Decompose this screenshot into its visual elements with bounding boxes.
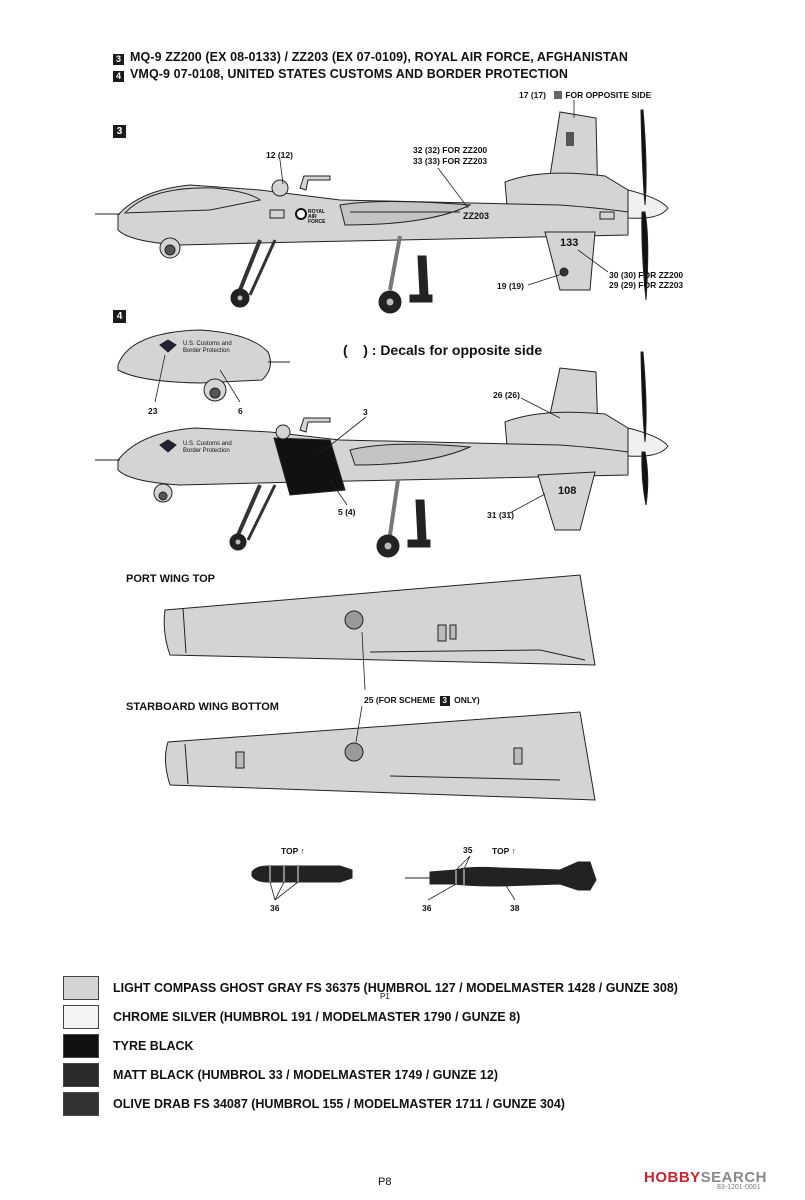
scheme-3-header: 3 MQ-9 ZZ200 (EX 08-0133) / ZZ203 (EX 07-… (113, 50, 628, 65)
opposite-side-swatch (554, 91, 563, 99)
callout-17-text: 17 (17) (519, 90, 546, 100)
callout-26: 26 (26) (493, 390, 520, 400)
port-wing-label: PORT WING TOP (126, 573, 216, 585)
legend-label: TYRE BLACK (113, 1039, 194, 1053)
color-swatch (63, 1034, 99, 1058)
roundel-text: ROYAL AIR FORCE (308, 209, 326, 225)
agency-line-2: Border Protection (183, 348, 230, 354)
scheme-4-title: VMQ-9 07-0108, UNITED STATES CUSTOMS AND… (130, 67, 569, 81)
callout-6: 6 (238, 406, 243, 416)
callout-31: 31 (31) (487, 510, 514, 520)
watermark-brand: HOBBY (644, 1169, 701, 1186)
callout-32: 32 (32) FOR ZZ200 (413, 145, 488, 155)
color-swatch (63, 1092, 99, 1116)
callout-30: 30 (30) FOR ZZ200 (609, 270, 684, 280)
legend-row: TYRE BLACK (63, 1034, 678, 1058)
scheme-4-header: 4 VMQ-9 07-0108, UNITED STATES CUSTOMS AN… (113, 67, 568, 82)
scheme-number-box: 4 (113, 71, 124, 82)
callout-25: 25 (FOR SCHEME 3 ONLY) (364, 695, 480, 706)
legend-row: CHROME SILVER (HUMBROL 191 / MODELMASTER… (63, 1005, 678, 1029)
tail-number-108: 108 (558, 485, 577, 497)
legend-marker: P1 (380, 992, 390, 1001)
serial-marking: ZZ203 (463, 211, 490, 221)
color-swatch (63, 1005, 99, 1029)
callout-17: 17 (17) FOR OPPOSITE SIDE (519, 90, 651, 100)
product-code: 83-1201-0001 (717, 1184, 761, 1191)
callout-38: 38 (510, 903, 520, 913)
callout-3: 3 (363, 407, 368, 417)
callout-35: 35 (463, 845, 473, 855)
legend-label: MATT BLACK (HUMBROL 33 / MODELMASTER 174… (113, 1068, 498, 1082)
agency-line-1: U.S. Customs and (183, 341, 232, 347)
fuselage-agency-text: U.S. Customs and Border Protection (183, 441, 232, 455)
legend-row: MATT BLACK (HUMBROL 33 / MODELMASTER 174… (63, 1063, 678, 1087)
left-top-indicator: TOP ↑ (281, 846, 305, 856)
legend-row: OLIVE DRAB FS 34087 (HUMBROL 155 / MODEL… (63, 1092, 678, 1116)
watermark: HOBBYSEARCH (644, 1169, 767, 1186)
scheme-3-marker: 3 (113, 125, 126, 138)
scheme-number-box: 3 (113, 54, 124, 65)
right-top-indicator: TOP ↑ (492, 846, 516, 856)
paint-legend: LIGHT COMPASS GHOST GRAY FS 36375 (HUMBR… (63, 976, 678, 1116)
legend-label: OLIVE DRAB FS 34087 (HUMBROL 155 / MODEL… (113, 1097, 565, 1111)
callout-33: 33 (33) FOR ZZ203 (413, 156, 488, 166)
color-swatch (63, 1063, 99, 1087)
legend-label: LIGHT COMPASS GHOST GRAY FS 36375 (HUMBR… (113, 981, 678, 995)
legend-row: LIGHT COMPASS GHOST GRAY FS 36375 (HUMBR… (63, 976, 678, 1000)
callout-25-text: 25 (FOR SCHEME (364, 695, 436, 705)
callout-23: 23 (148, 406, 158, 416)
color-swatch (63, 976, 99, 1000)
callout-25-suffix: ONLY) (454, 695, 480, 705)
callout-29: 29 (29) FOR ZZ203 (609, 280, 684, 290)
scheme-3-title: MQ-9 ZZ200 (EX 08-0133) / ZZ203 (EX 07-0… (130, 50, 629, 64)
agency-line-2: Border Protection (183, 448, 230, 454)
callout-36-left: 36 (270, 903, 280, 913)
callout-17-note: FOR OPPOSITE SIDE (565, 90, 652, 100)
agency-line-1: U.S. Customs and (183, 441, 232, 447)
tail-number: 133 (560, 237, 579, 249)
page-number: P8 (378, 1176, 392, 1188)
callout-25-scheme-box: 3 (439, 696, 450, 706)
nose-closeup (117, 329, 290, 402)
callout-19: 19 (19) (497, 281, 524, 291)
starboard-wing-label: STARBOARD WING BOTTOM (126, 701, 279, 713)
callout-36-right: 36 (422, 903, 432, 913)
closeup-agency-text: U.S. Customs and Border Protection (183, 341, 232, 355)
legend-label: CHROME SILVER (HUMBROL 191 / MODELMASTER… (113, 1010, 521, 1024)
opposite-side-note: ( ) : Decals for opposite side (343, 342, 543, 358)
watermark-suffix: SEARCH (700, 1169, 768, 1186)
callout-5: 5 (4) (338, 507, 356, 517)
callout-12: 12 (12) (266, 150, 293, 160)
scheme-4-marker: 4 (113, 310, 126, 323)
